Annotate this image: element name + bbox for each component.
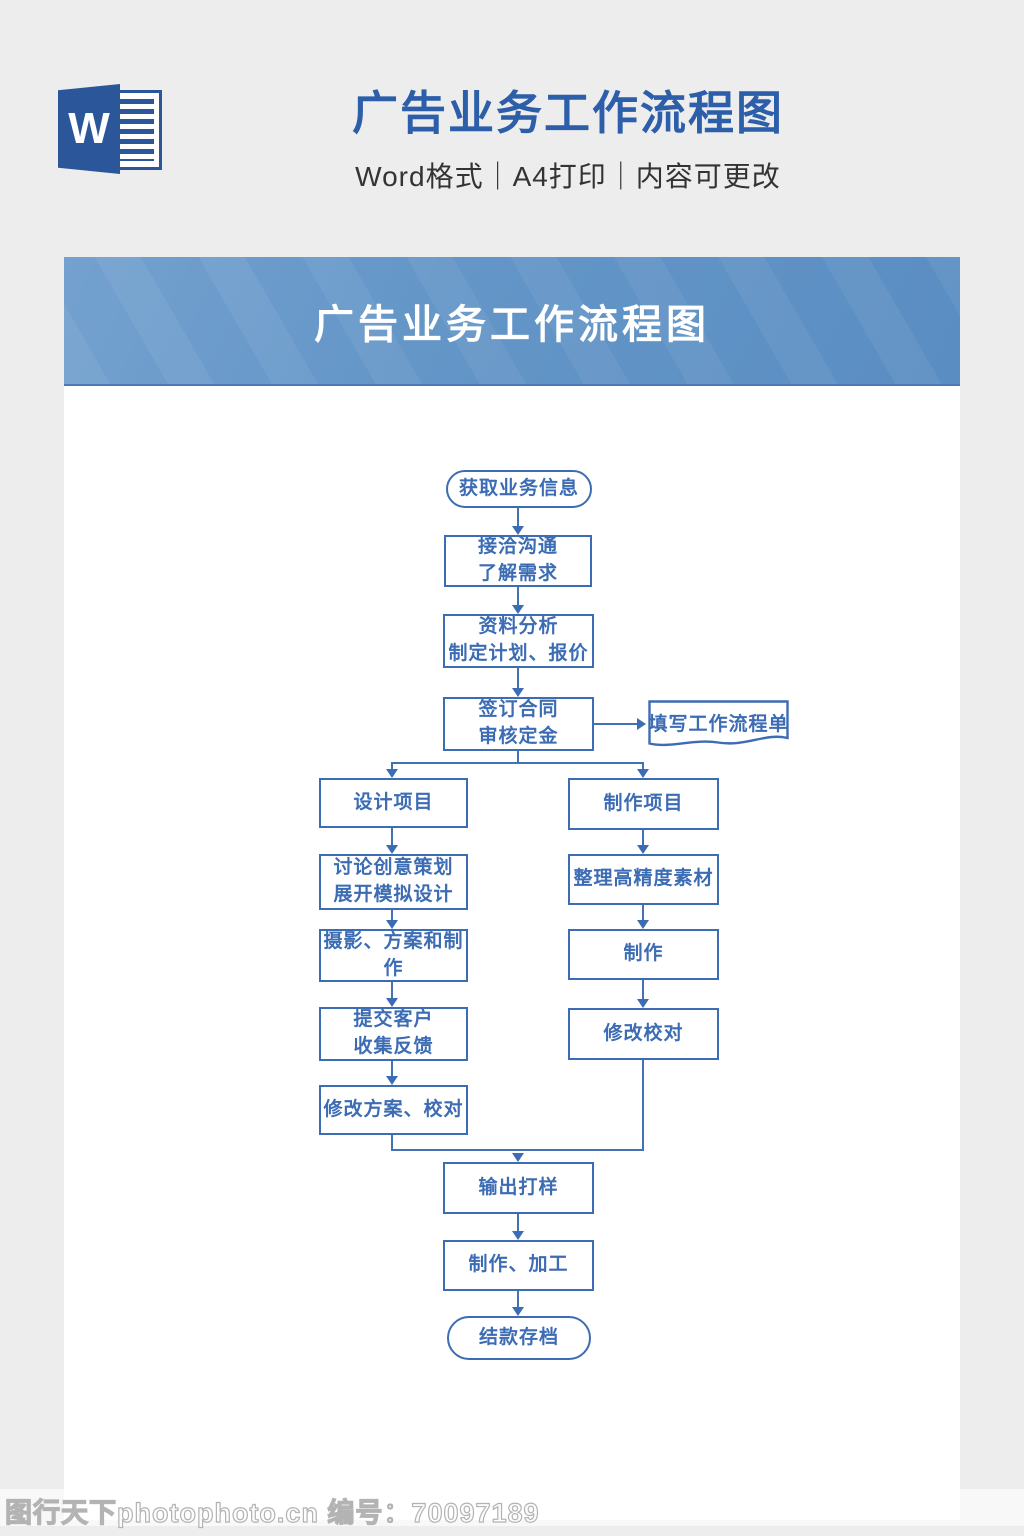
- flow-connector: [517, 508, 519, 527]
- arrow-down-icon: [512, 605, 524, 614]
- word-logo-letter: W: [68, 104, 110, 153]
- watermark-band: 图行天下photophoto.cn 编号：70097189: [0, 1489, 1024, 1529]
- flow-node-discuss-ideas: 讨论创意策划 展开模拟设计: [319, 854, 468, 910]
- flow-node-photography: 摄影、方案和制作: [319, 929, 468, 982]
- flow-node-analyze: 资料分析 制定计划、报价: [443, 614, 594, 668]
- word-logo-icon: W: [58, 84, 162, 174]
- arrow-down-icon: [637, 769, 649, 778]
- flow-node-revise-plan: 修改方案、校对: [319, 1085, 468, 1135]
- flow-connector: [517, 1214, 519, 1232]
- arrow-down-icon: [386, 1076, 398, 1085]
- arrow-down-icon: [637, 999, 649, 1008]
- flow-connector: [642, 830, 644, 846]
- flow-connector: [391, 828, 393, 846]
- flow-connector: [391, 1061, 393, 1077]
- flow-connector: [594, 723, 637, 725]
- flow-connector: [642, 980, 644, 1000]
- flow-connector: [642, 905, 644, 921]
- flow-connector: [391, 1149, 644, 1151]
- word-logo-text-lines: [120, 99, 154, 161]
- word-logo-cover: W: [58, 84, 120, 174]
- document-shape-outline: [648, 700, 789, 747]
- flow-connector: [391, 762, 393, 770]
- flow-node-worksheet: 填写工作流程单: [648, 700, 789, 750]
- arrow-down-icon: [637, 845, 649, 854]
- flow-node-collect-material: 整理高精度素材: [568, 854, 719, 905]
- arrow-down-icon: [512, 526, 524, 535]
- flow-node-output-sample: 输出打样: [443, 1162, 594, 1214]
- watermark-text: 图行天下photophoto.cn 编号：70097189: [4, 1497, 540, 1528]
- flow-connector: [517, 587, 519, 606]
- flow-connector: [391, 1135, 393, 1151]
- flow-node-make-process: 制作、加工: [443, 1240, 594, 1291]
- arrow-down-icon: [512, 688, 524, 697]
- arrow-right-icon: [637, 718, 646, 730]
- flow-connector: [642, 1060, 644, 1151]
- arrow-down-icon: [386, 845, 398, 854]
- header: 广告业务工作流程图 Word格式｜A4打印｜内容可更改: [168, 88, 968, 195]
- flow-node-worksheet-label: 填写工作流程单: [648, 714, 789, 735]
- flow-connector: [517, 751, 519, 764]
- flow-node-submit-client: 提交客户 收集反馈: [319, 1007, 468, 1061]
- flow-connector: [642, 762, 644, 770]
- flow-node-produce-project: 制作项目: [568, 778, 719, 830]
- document-banner: 广告业务工作流程图: [64, 257, 960, 386]
- arrow-down-icon: [386, 769, 398, 778]
- page-title: 广告业务工作流程图: [352, 87, 784, 139]
- flow-connector: [391, 982, 393, 999]
- flow-node-end: 结款存档: [447, 1316, 591, 1360]
- banner-title: 广告业务工作流程图: [314, 302, 710, 347]
- arrow-down-icon: [637, 920, 649, 929]
- arrow-down-icon: [512, 1153, 524, 1162]
- flow-node-design-project: 设计项目: [319, 778, 468, 828]
- arrow-down-icon: [512, 1231, 524, 1240]
- page-subtitle: Word格式｜A4打印｜内容可更改: [355, 160, 781, 192]
- flow-node-start: 获取业务信息: [446, 470, 592, 508]
- flow-connector: [517, 668, 519, 689]
- flow-connector: [391, 910, 393, 921]
- flow-node-revise-proof: 修改校对: [568, 1008, 719, 1060]
- arrow-down-icon: [512, 1307, 524, 1316]
- flow-node-contact: 接洽沟通 了解需求: [444, 535, 592, 587]
- flow-connector: [392, 762, 644, 764]
- flow-node-produce: 制作: [568, 929, 719, 980]
- flow-node-contract: 签订合同 审核定金: [443, 697, 594, 751]
- arrow-down-icon: [386, 998, 398, 1007]
- arrow-down-icon: [386, 920, 398, 929]
- flow-connector: [517, 1291, 519, 1308]
